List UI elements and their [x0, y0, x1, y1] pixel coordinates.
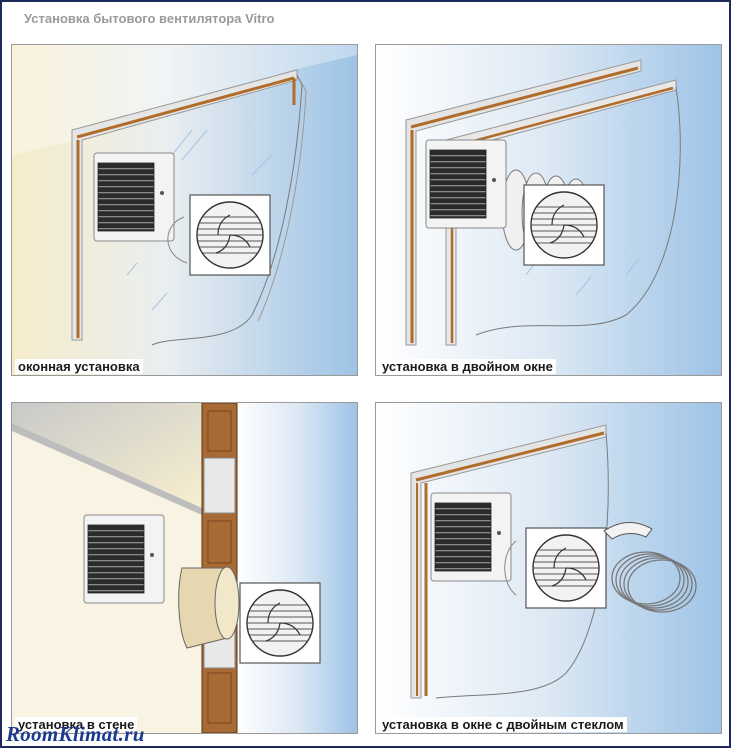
site-watermark: RoomKlimat.ru	[6, 722, 145, 746]
panel-double-window-install: установка в двойном окне	[375, 44, 722, 376]
double-window-illustration	[376, 45, 721, 375]
panel-caption: установка в стене	[15, 717, 138, 732]
wall-install-illustration	[12, 403, 357, 733]
window-install-illustration	[12, 45, 357, 375]
panel-caption: установка в окне с двойным стеклом	[379, 717, 627, 732]
page-title: Установка бытового вентилятора Vitro	[24, 11, 275, 26]
panel-double-glazing-install: установка в окне с двойным стеклом	[375, 402, 722, 734]
panel-window-install: оконная установка	[11, 44, 358, 376]
panel-wall-install: установка в стене	[11, 402, 358, 734]
panel-caption: установка в двойном окне	[379, 359, 556, 374]
double-glazing-illustration	[376, 403, 721, 733]
panel-caption: оконная установка	[15, 359, 143, 374]
